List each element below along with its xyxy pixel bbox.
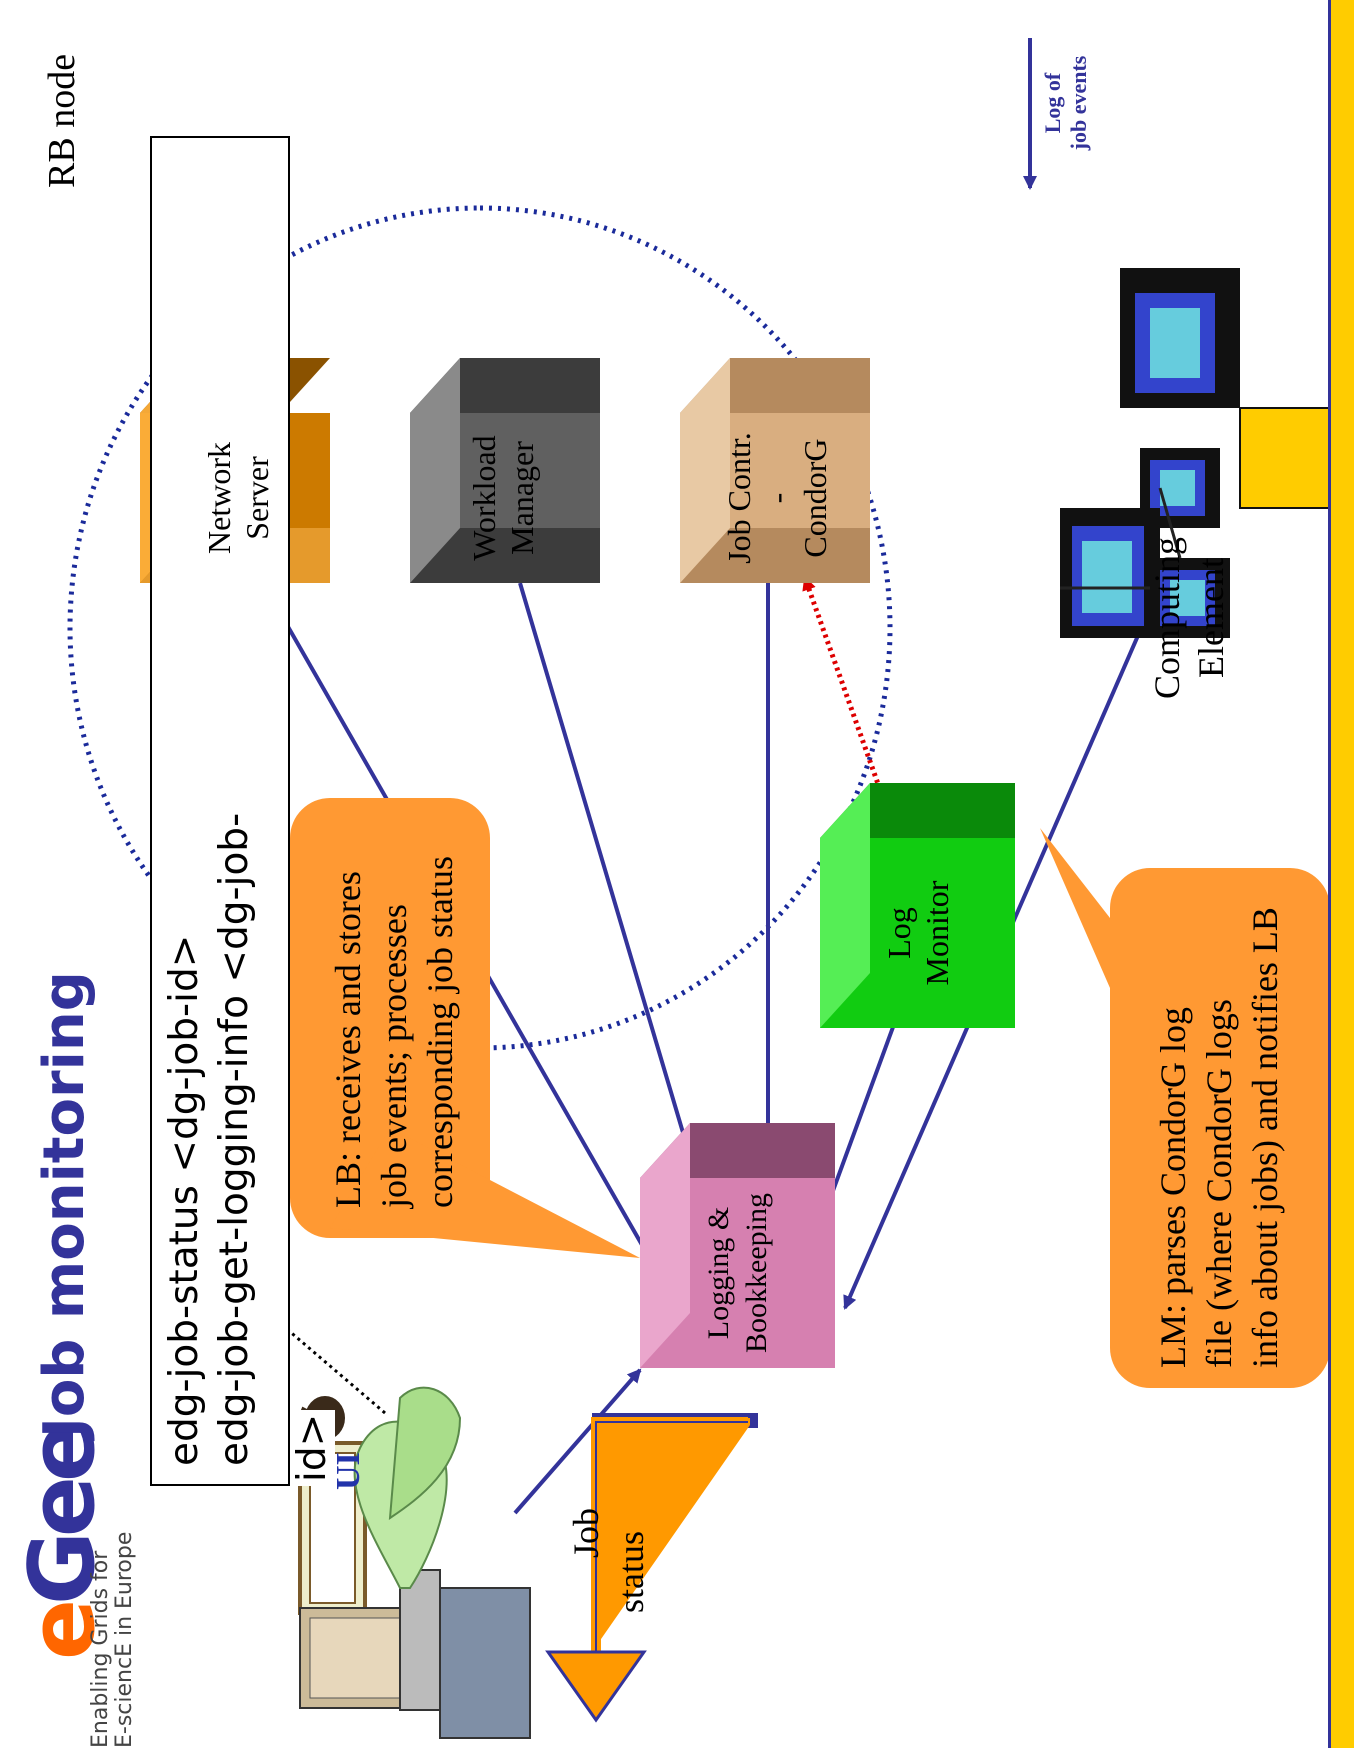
command-line-1: edg-job-status <dg-job-id> xyxy=(162,934,207,1466)
job-status-label-2: status xyxy=(611,1530,651,1613)
logging-bookkeeping-label: Logging & Bookkeeping xyxy=(702,1193,773,1353)
job-status-arrow xyxy=(545,1413,758,1723)
rb-node-label: RB node xyxy=(41,53,83,188)
command-line-3: id> xyxy=(290,1409,335,1486)
job-contr-box xyxy=(680,358,870,583)
job-status-label-1: Job xyxy=(566,1507,606,1558)
lb-callout-text: LB: receives and stores job events; proc… xyxy=(328,856,460,1208)
job-contr-label: Job Contr. - CondorG xyxy=(721,432,833,564)
ui-workstation-illustration xyxy=(298,1386,531,1739)
log-monitor-box xyxy=(820,783,1015,1028)
lm-callout-shape xyxy=(1040,828,1330,1388)
footer-bar xyxy=(1328,0,1354,1748)
ui-label: UI xyxy=(330,1452,367,1490)
logging-bookkeeping-box xyxy=(640,1123,835,1368)
network-server-label: Network Server xyxy=(201,442,275,554)
lm-callout-text: LM: parses CondorG log file (where Condo… xyxy=(1153,907,1285,1368)
arrow-ui-to-lb xyxy=(513,1368,642,1515)
workload-manager-label: Workload Manager xyxy=(466,435,540,561)
command-box: edg-job-status <dg-job-id> edg-job-get-l… xyxy=(150,136,290,1486)
log-monitor-label: Log Monitor xyxy=(881,880,955,986)
lb-callout-shape xyxy=(290,798,640,1258)
ui-to-cmd-line xyxy=(287,1328,386,1415)
workload-manager-box xyxy=(410,358,600,583)
computing-element-label: Computing Element xyxy=(1147,536,1231,700)
rb-node-ellipse xyxy=(67,205,893,1051)
command-line-2: edg-job-get-logging-info <dg-job- xyxy=(212,812,257,1466)
legend-label: Log of job events xyxy=(1040,55,1091,151)
computing-element-illustration xyxy=(1060,268,1341,638)
